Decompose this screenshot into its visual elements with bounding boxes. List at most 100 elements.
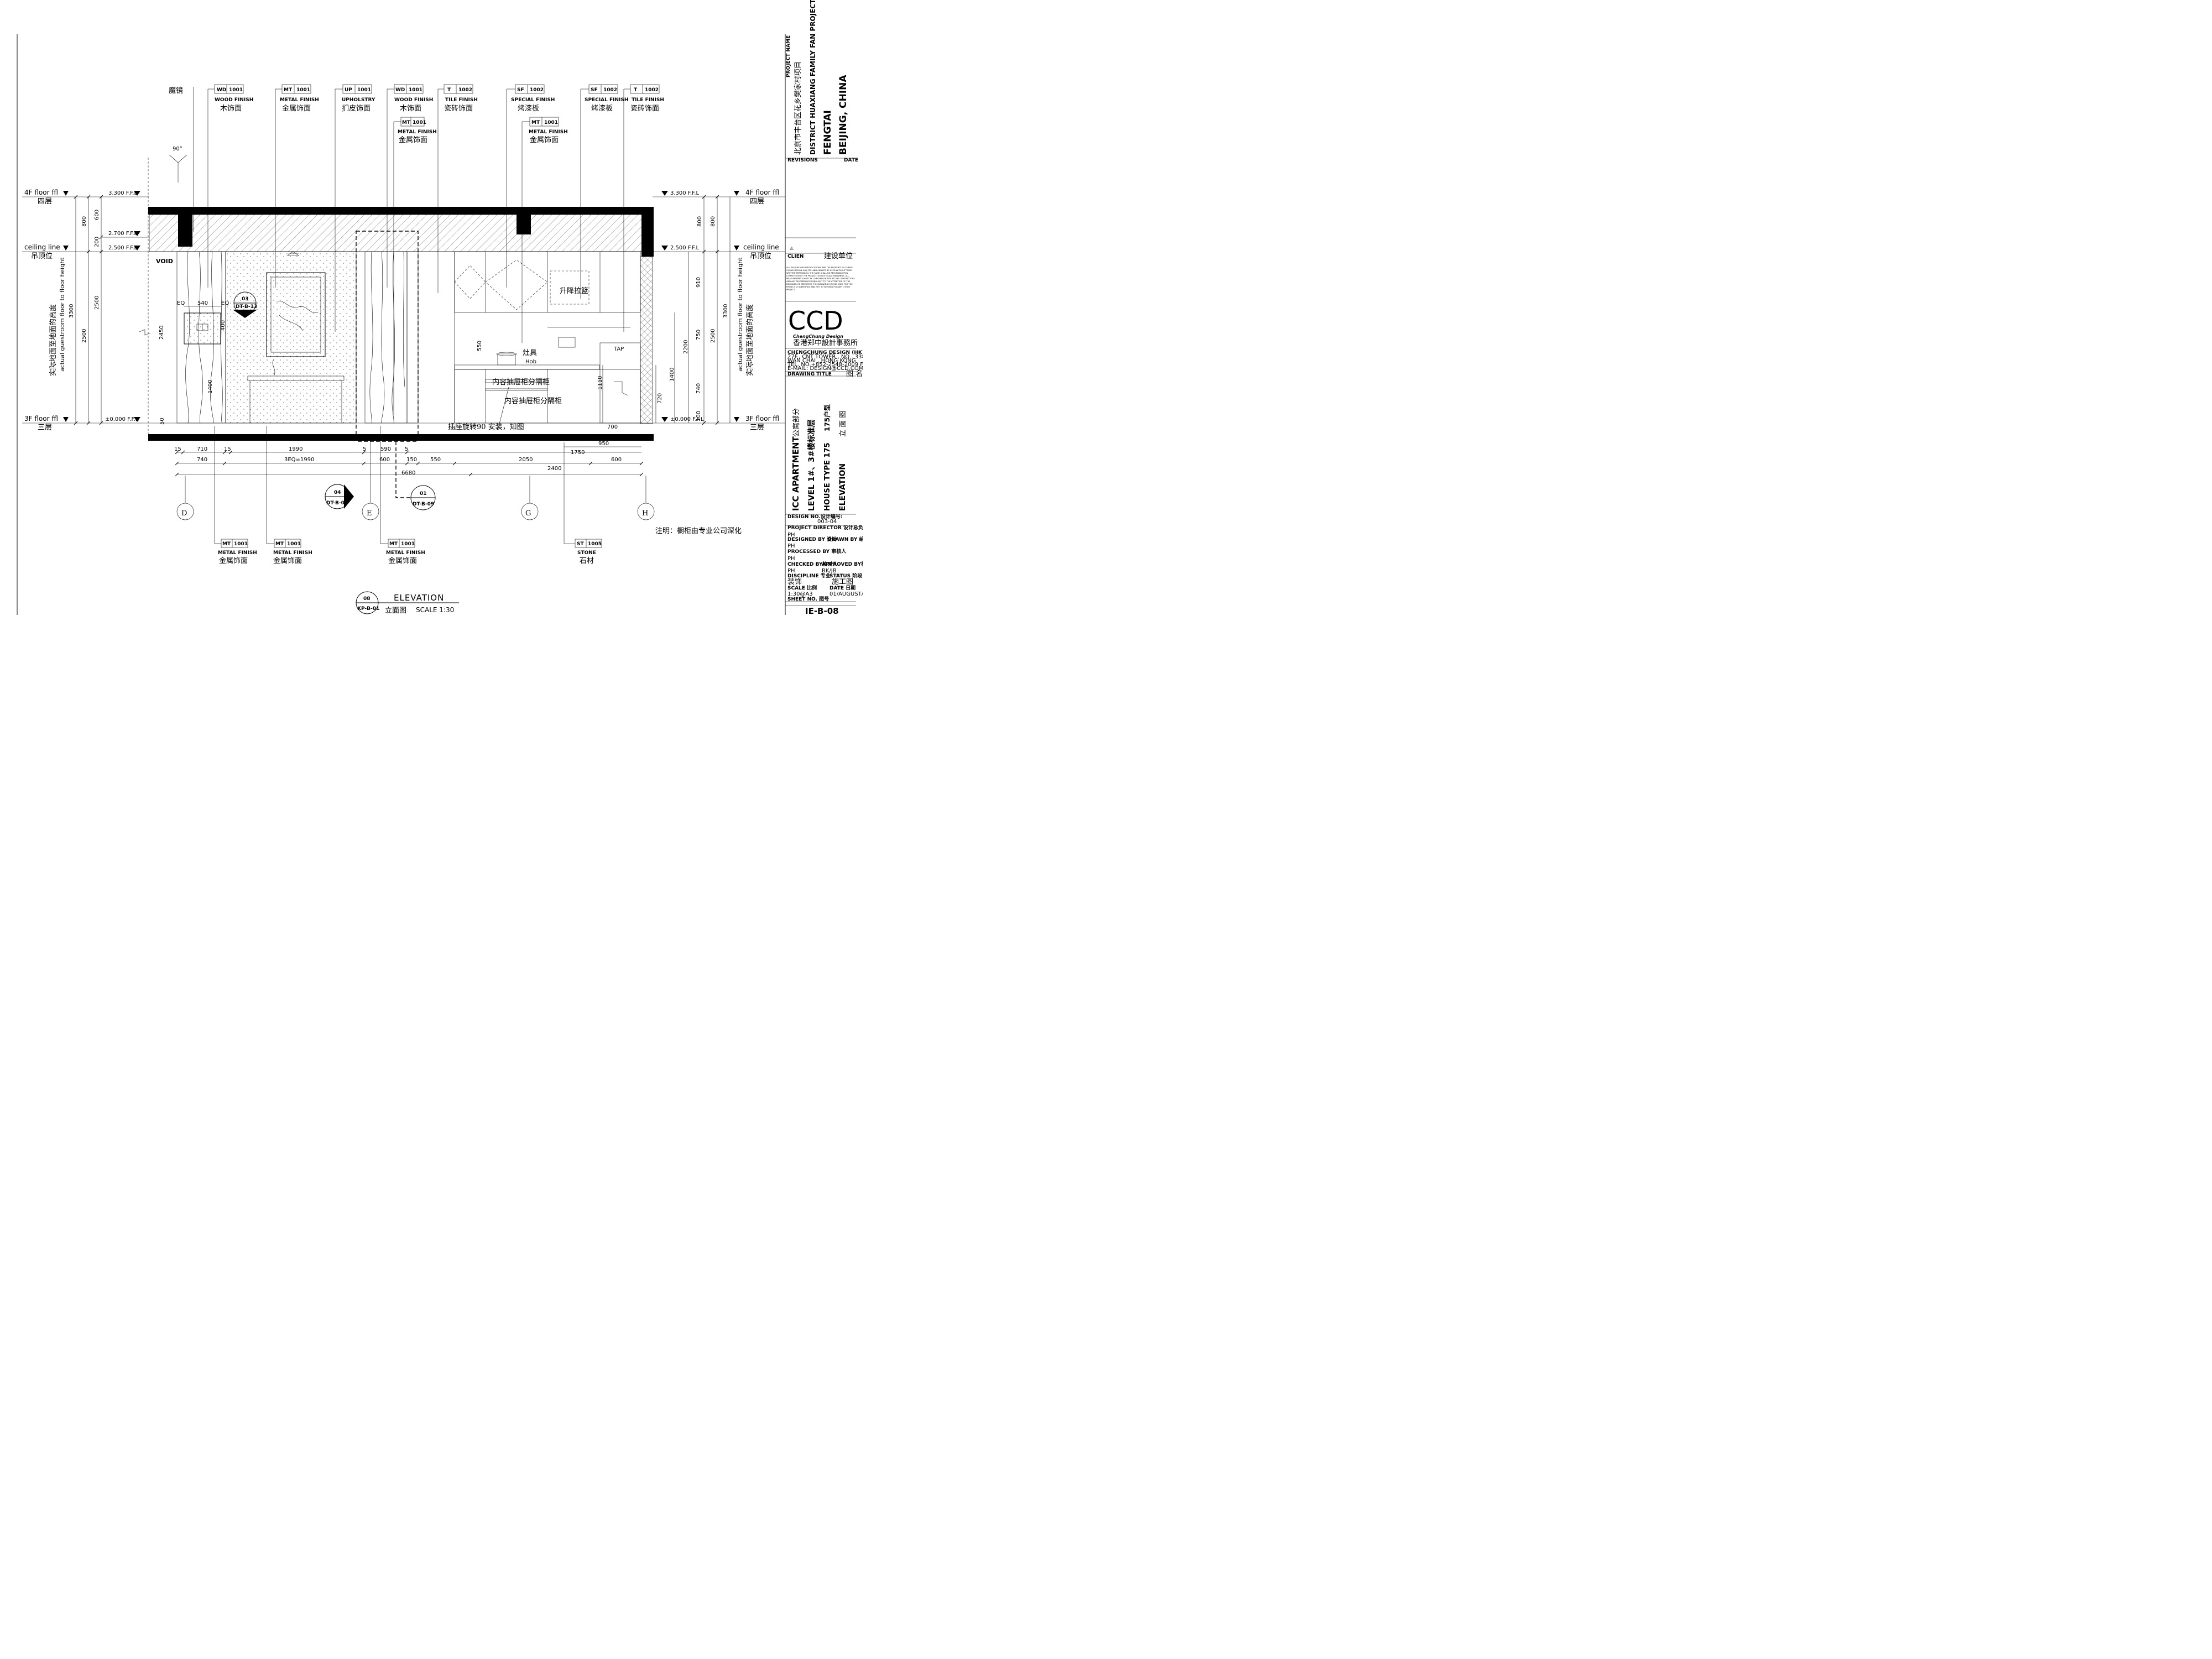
detail-callout-03: 03 DT-B-13 <box>233 291 257 318</box>
svg-text:金属饰面: 金属饰面 <box>399 135 427 144</box>
dims-kitchen: 910 750 2200 740 1400 1110 720 100 <box>597 252 702 423</box>
grid-axes: D E G H <box>176 441 655 520</box>
svg-text:550: 550 <box>430 457 441 463</box>
svg-text:1002: 1002 <box>530 87 544 93</box>
svg-text:插座旋转90 安装，知图: 插座旋转90 安装，知图 <box>448 422 524 431</box>
svg-text:METAL FINISH: METAL FINISH <box>386 550 425 556</box>
svg-text:08: 08 <box>363 596 371 602</box>
mirror-label: 魔镜 <box>169 87 183 95</box>
svg-text:E: E <box>367 509 372 518</box>
svg-text:DT-B-04: DT-B-04 <box>326 500 348 506</box>
svg-text:PROCESSED BY 审核人: PROCESSED BY 审核人 <box>787 548 847 555</box>
svg-text:MT: MT <box>275 541 284 547</box>
svg-text:立 面 图: 立 面 图 <box>839 411 847 437</box>
svg-text:MT: MT <box>389 541 398 547</box>
svg-text:MT: MT <box>222 541 231 547</box>
svg-text:PH: PH <box>787 556 795 562</box>
svg-text:扪皮饰面: 扪皮饰面 <box>342 105 371 113</box>
drawing-title: 08 KP-B-01 ELEVATION 立面图 SCALE 1:30 <box>356 591 459 615</box>
svg-text:2050: 2050 <box>519 457 533 463</box>
ccd-logo: CCD <box>788 306 843 336</box>
svg-text:WOOD FINISH: WOOD FINISH <box>215 97 253 103</box>
svg-text:吊顶位: 吊顶位 <box>31 252 53 260</box>
tile-wall <box>225 251 357 424</box>
svg-text:TEL. NO.+852-2548-2009 FAX.: TEL. NO.+852-2548-2009 FAX. NO.+852-2548… <box>787 362 863 368</box>
svg-text:2200: 2200 <box>683 340 689 354</box>
svg-text:木饰面: 木饰面 <box>400 105 421 113</box>
svg-text:SCALE 比例: SCALE 比例 <box>787 585 817 591</box>
svg-text:施工图: 施工图 <box>832 578 853 586</box>
svg-text:UPHOLSTRY: UPHOLSTRY <box>342 97 375 103</box>
svg-text:DATE 日期: DATE 日期 <box>830 585 855 591</box>
svg-text:METAL FINISH: METAL FINISH <box>273 550 312 556</box>
svg-text:3EQ=1990: 3EQ=1990 <box>284 457 314 463</box>
svg-text:910: 910 <box>696 277 702 288</box>
svg-text:710: 710 <box>197 446 207 452</box>
cabinet-note: 注明：橱柜由专业公司深化 <box>655 527 742 535</box>
svg-text:1001: 1001 <box>229 87 243 93</box>
svg-text:瓷砖饰面: 瓷砖饰面 <box>630 105 659 113</box>
svg-text:PROJECT DIRECTOR 设计总负责人: PROJECT DIRECTOR 设计总负责人 <box>787 524 863 531</box>
svg-text:1750: 1750 <box>571 450 585 456</box>
svg-text:IE-B-08: IE-B-08 <box>805 606 839 616</box>
svg-text:D: D <box>181 509 187 518</box>
svg-text:1002: 1002 <box>603 87 617 93</box>
svg-text:BEIJING, CHINA: BEIJING, CHINA <box>838 75 849 155</box>
svg-text:T: T <box>447 87 451 93</box>
svg-text:DRAWING TITLE: DRAWING TITLE <box>787 372 832 377</box>
svg-text:15: 15 <box>224 446 231 452</box>
svg-text:1001: 1001 <box>357 87 371 93</box>
svg-text:灶具: 灶具 <box>523 349 537 357</box>
svg-text:PH: PH <box>787 543 795 549</box>
svg-text:DATE: DATE <box>844 158 858 163</box>
svg-text:ChengChung Design: ChengChung Design <box>793 334 843 339</box>
svg-text:5: 5 <box>405 446 408 452</box>
svg-text:1001: 1001 <box>401 541 415 547</box>
svg-text:600: 600 <box>611 457 622 463</box>
svg-text:烤漆板: 烤漆板 <box>591 104 613 113</box>
svg-text:金属饰面: 金属饰面 <box>282 104 311 113</box>
svg-text:METAL FINISH: METAL FINISH <box>218 550 257 556</box>
svg-text:04: 04 <box>334 490 341 495</box>
svg-text:APPROVED BY核准: APPROVED BY核准 <box>822 561 863 567</box>
svg-text:2400: 2400 <box>547 466 561 472</box>
svg-text:WAN CHAI , HONG KONG: WAN CHAI , HONG KONG <box>787 358 856 364</box>
wood-panel-left: EQ 540 EQ 2450 1400 400 50 <box>159 251 229 425</box>
svg-text:200: 200 <box>94 237 100 247</box>
svg-text:SPECIAL FINISH: SPECIAL FINISH <box>511 97 555 103</box>
svg-text:2500: 2500 <box>94 296 100 310</box>
svg-text:H: H <box>642 509 648 518</box>
svg-text:2500: 2500 <box>710 329 716 343</box>
svg-text:600: 600 <box>379 457 390 463</box>
svg-text:SCALE 1:30: SCALE 1:30 <box>416 606 454 614</box>
svg-text:1001: 1001 <box>409 87 422 93</box>
svg-text:TILE FINISH: TILE FINISH <box>445 97 478 103</box>
svg-text:DT-B-09: DT-B-09 <box>413 502 434 507</box>
svg-text:750: 750 <box>696 330 702 340</box>
svg-text:1:30@A3: 1:30@A3 <box>787 591 813 597</box>
svg-text:1002: 1002 <box>458 87 472 93</box>
svg-text:METAL FINISH: METAL FINISH <box>529 129 568 135</box>
svg-text:公寓部分: 公寓部分 <box>792 408 801 437</box>
detail-callout-01: 01 DT-B-09 <box>395 441 436 510</box>
svg-text:2500: 2500 <box>81 329 87 343</box>
dims-left: 800 600 200 3300 2500 2500 实际地面至地面的高度 ac… <box>49 195 103 425</box>
svg-text:金属饰面: 金属饰面 <box>530 135 559 144</box>
svg-text:图 名: 图 名 <box>846 369 863 378</box>
svg-text:1001: 1001 <box>287 541 301 547</box>
svg-text:PROJECT NAME: PROJECT NAME <box>786 35 791 77</box>
svg-text:CLIEN: CLIEN <box>787 254 804 259</box>
svg-text:01: 01 <box>420 491 427 497</box>
svg-text:1001: 1001 <box>296 87 310 93</box>
svg-text:3300: 3300 <box>69 304 75 318</box>
svg-text:FENGTAI: FENGTAI <box>822 110 833 155</box>
levels-left: 4F floor ffl 四层 3.300 F.F.L 2.700 F.F.L … <box>22 189 149 432</box>
svg-text:Hob: Hob <box>525 359 536 365</box>
